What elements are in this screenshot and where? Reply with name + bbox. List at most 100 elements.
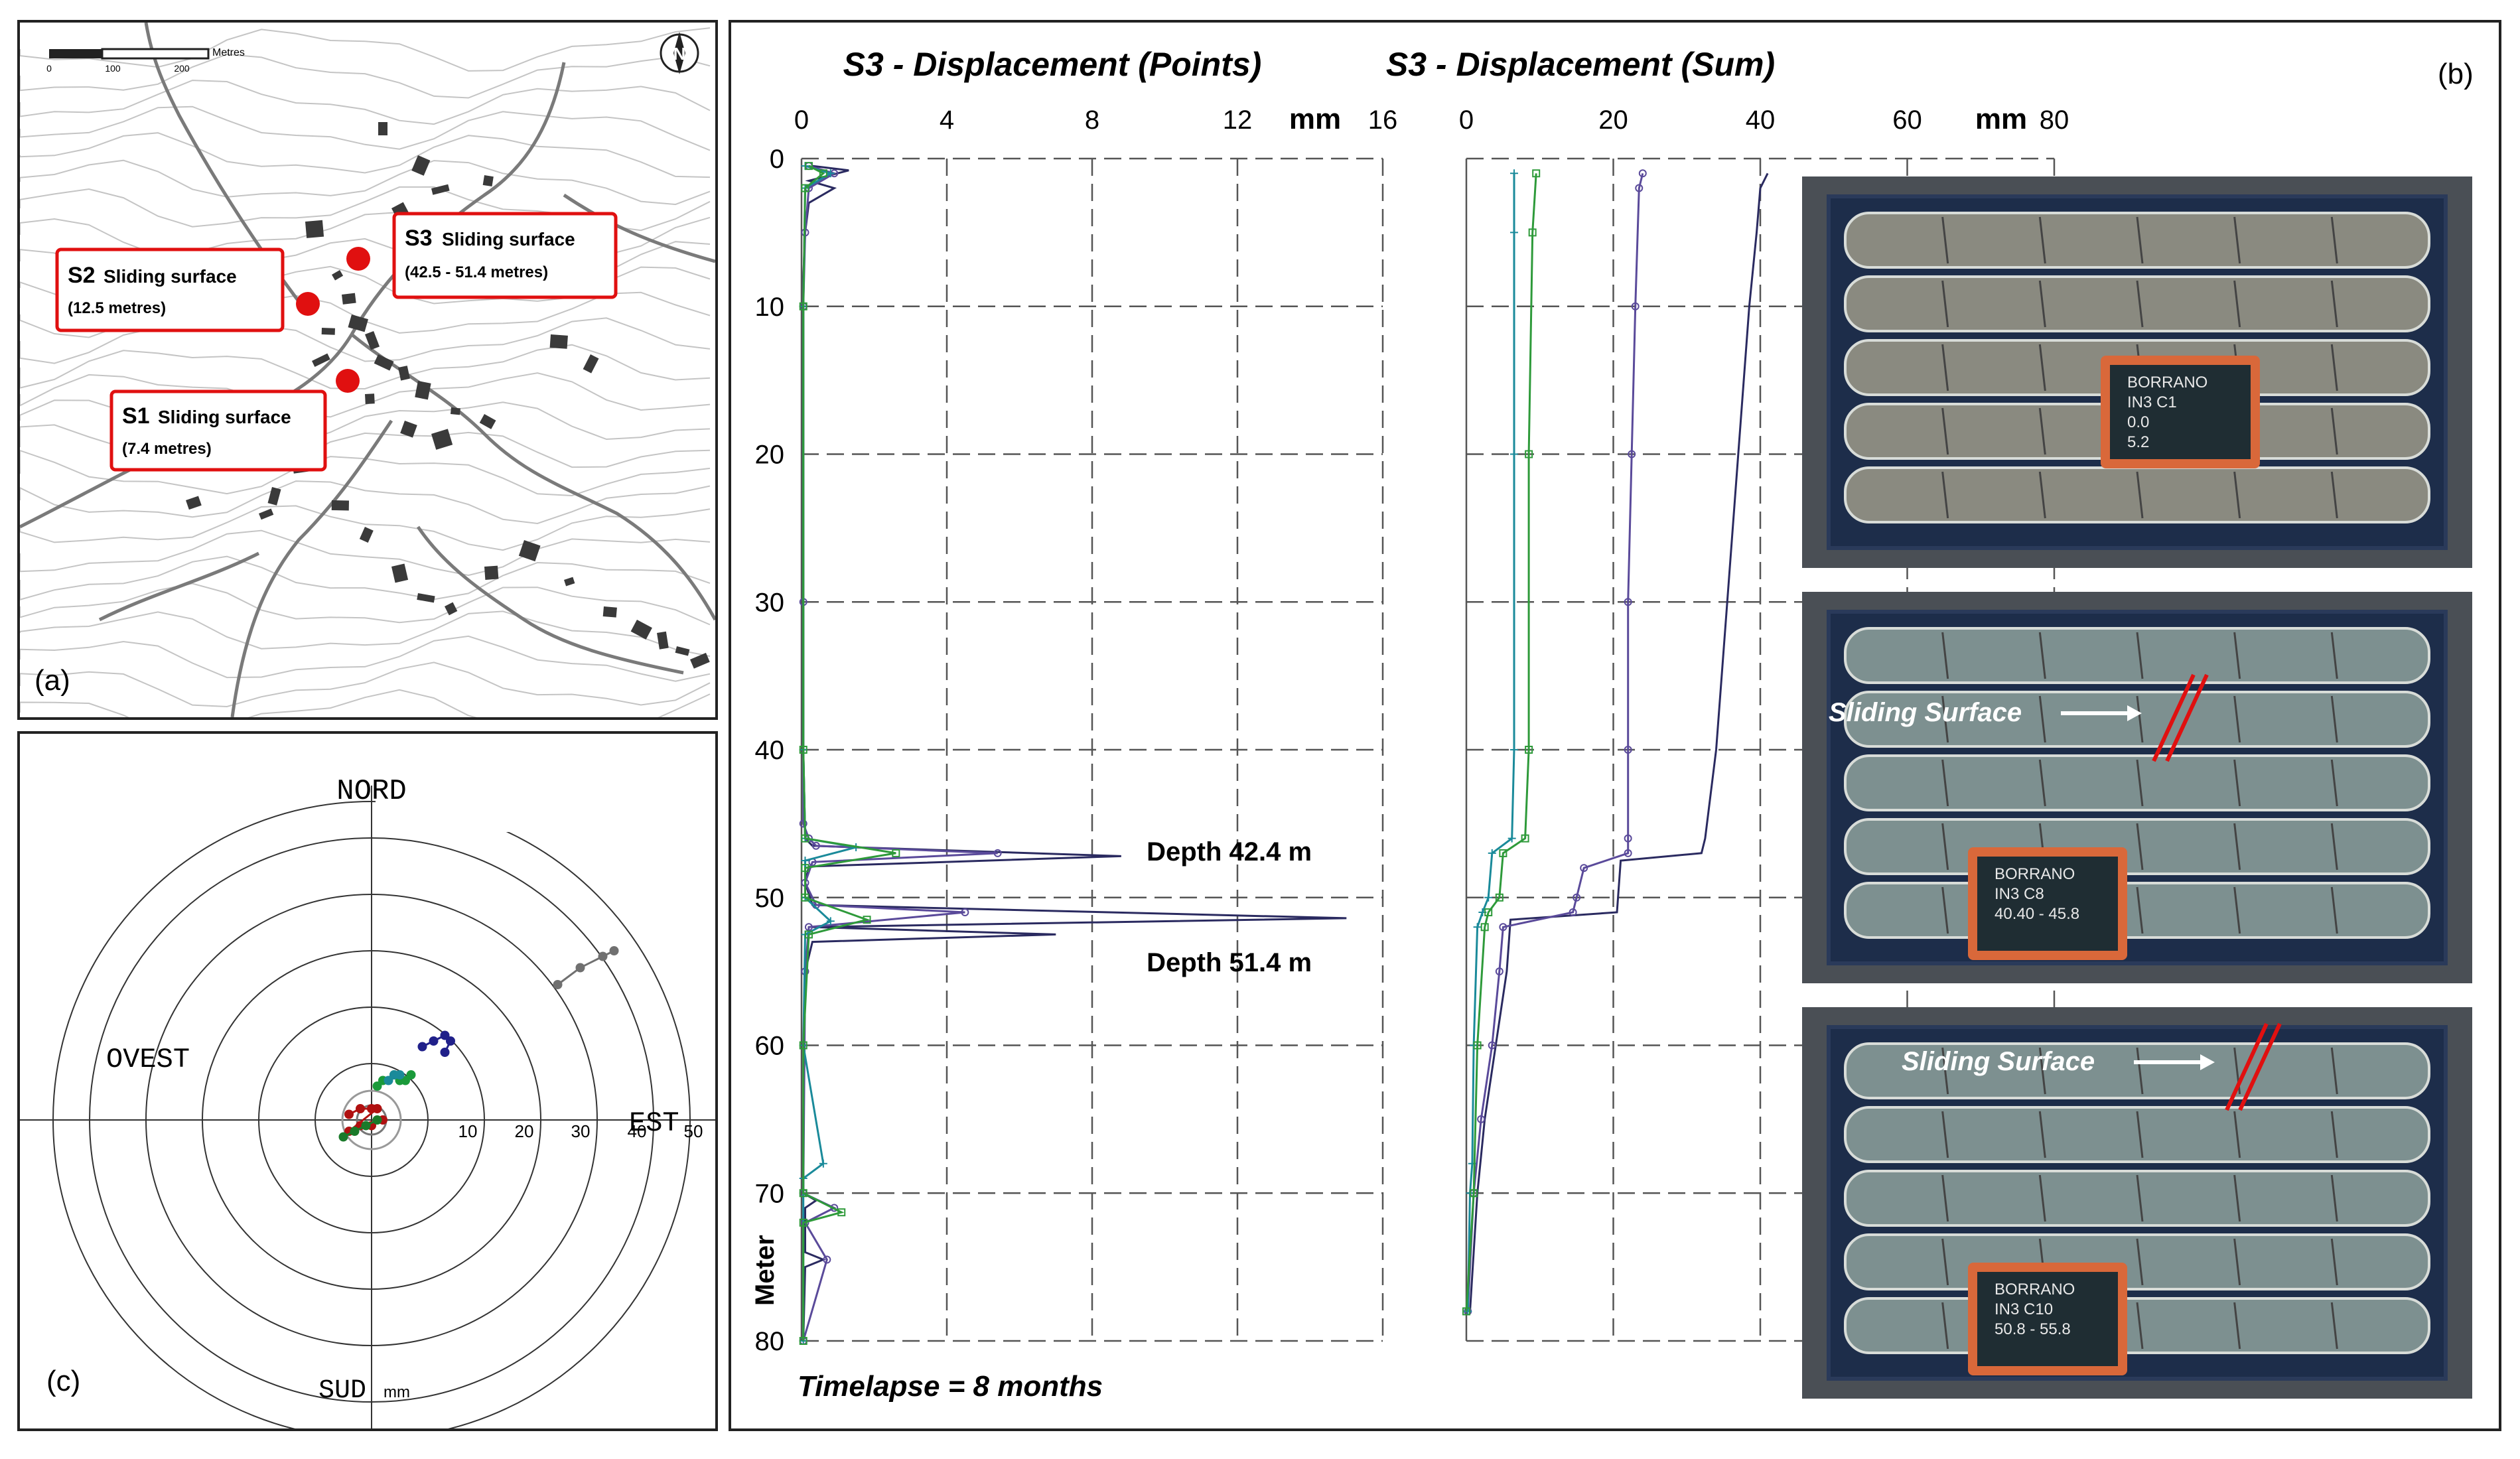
building xyxy=(321,328,335,335)
annotation-depth-42: Depth 42.4 m xyxy=(1147,837,1312,867)
core-crack xyxy=(2233,280,2241,328)
core-crack xyxy=(2330,823,2338,870)
series-point xyxy=(804,923,813,932)
building xyxy=(411,155,431,176)
building xyxy=(484,565,499,580)
polar-point xyxy=(372,1081,382,1091)
sliding-plane-line xyxy=(2225,1022,2269,1111)
s3-marker xyxy=(346,247,370,271)
core-crack xyxy=(2136,695,2144,743)
core-crack xyxy=(2330,280,2338,328)
series-point xyxy=(961,908,969,917)
building xyxy=(583,354,599,374)
callout-s3-label: Sliding surface xyxy=(442,229,575,249)
contour-line xyxy=(19,53,711,99)
series-point xyxy=(1528,228,1537,237)
building xyxy=(267,487,281,506)
building xyxy=(348,314,368,332)
core-crack xyxy=(2330,1238,2338,1286)
core-sample xyxy=(1844,627,2430,684)
board-text: BORRANO xyxy=(1995,865,2075,883)
arrow-head-icon xyxy=(2127,705,2142,721)
arrow-head-icon xyxy=(2200,1054,2215,1070)
contour-line xyxy=(19,610,711,658)
contour-line xyxy=(19,424,711,470)
contour-line xyxy=(19,661,711,708)
road xyxy=(350,62,566,336)
road xyxy=(350,333,717,621)
building xyxy=(450,407,460,415)
core-crack xyxy=(2136,280,2144,328)
core-crack xyxy=(2136,1174,2144,1222)
core-crack xyxy=(1941,1174,1949,1222)
contour-line xyxy=(19,505,711,551)
series-point xyxy=(1631,302,1640,311)
polar-point xyxy=(384,1076,393,1085)
building xyxy=(341,293,356,305)
polar-ring-label: 30 xyxy=(571,1121,591,1141)
timelapse-label: Timelapse = 8 months xyxy=(798,1370,1103,1403)
polar-center-ring xyxy=(341,1089,402,1150)
depth-tick: 40 xyxy=(755,736,785,765)
core-sample xyxy=(1844,1042,2430,1099)
core-crack xyxy=(1941,1302,1949,1350)
series-point xyxy=(1499,923,1507,932)
core-crack xyxy=(1941,1047,1949,1095)
building xyxy=(305,220,324,238)
core-crack xyxy=(2233,216,2241,264)
callout-s1-name: S1 xyxy=(122,403,150,429)
x-tick-label: 8 xyxy=(1085,105,1099,135)
series-point xyxy=(801,893,809,902)
core-crack xyxy=(1941,407,1949,455)
series-line xyxy=(802,165,857,1341)
polar-point xyxy=(406,1070,416,1079)
contour-line xyxy=(19,80,711,125)
series-point xyxy=(1462,1307,1470,1316)
building xyxy=(359,527,374,543)
core-crack xyxy=(2233,823,2241,870)
core-crack xyxy=(2136,216,2144,264)
core-crack xyxy=(2038,1047,2046,1095)
core-sample xyxy=(1844,1106,2430,1163)
series-point xyxy=(1480,923,1489,932)
series-point xyxy=(801,857,809,865)
label-board xyxy=(1977,1272,2118,1366)
x-tick-label: 4 xyxy=(940,105,954,135)
contour-line xyxy=(19,344,711,390)
series-point xyxy=(1638,169,1647,178)
core-crack xyxy=(2136,632,2144,679)
series-point xyxy=(1624,849,1632,857)
x-tick-label: 40 xyxy=(1746,105,1776,135)
road xyxy=(563,193,716,263)
polar-point xyxy=(395,1070,405,1079)
board-text: IN3 C8 xyxy=(1995,885,2044,903)
building xyxy=(431,184,450,195)
series-point xyxy=(1580,864,1588,872)
depth-tick: 10 xyxy=(755,293,785,322)
core-crack xyxy=(2233,1302,2241,1350)
series-point xyxy=(1507,834,1516,843)
core-crack xyxy=(2330,216,2338,264)
building xyxy=(391,563,409,583)
contour-line xyxy=(19,480,711,525)
west-label: OVEST xyxy=(106,1044,190,1076)
callout-s2: S2 Sliding surface (12.5 metres) xyxy=(55,247,285,332)
unit-label: mm xyxy=(384,1383,410,1401)
series-point xyxy=(863,916,871,924)
core-crack xyxy=(1941,823,1949,870)
core-crack xyxy=(2233,1111,2241,1158)
map-svg: Metres 0 100 200 N S2 Sliding surface (1… xyxy=(19,22,717,736)
building xyxy=(482,175,494,187)
series-point xyxy=(799,746,807,754)
polar-points xyxy=(338,946,619,1150)
polar-point xyxy=(344,1109,354,1119)
series-line xyxy=(1466,173,1644,1312)
panel-a-map: Metres 0 100 200 N S2 Sliding surface (1… xyxy=(17,20,718,736)
x-tick-label: 20 xyxy=(1598,105,1628,135)
road xyxy=(230,419,393,718)
series-point xyxy=(799,1337,807,1345)
core-crack xyxy=(2330,1047,2338,1095)
core-crack xyxy=(2136,471,2144,519)
series-line xyxy=(802,165,998,1342)
